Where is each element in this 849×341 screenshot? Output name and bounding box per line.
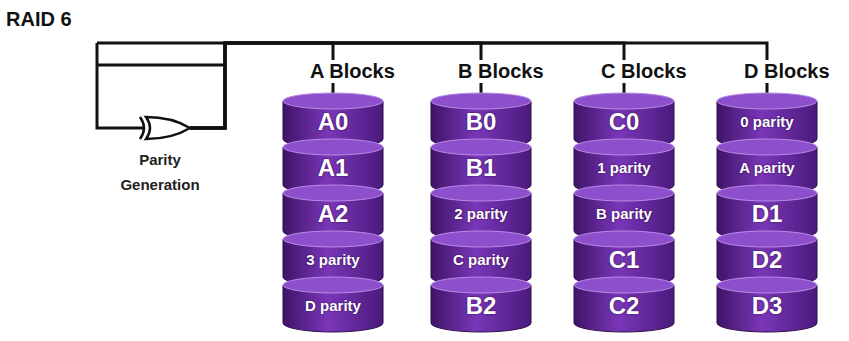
gate-label: Parity Generation [100, 148, 220, 198]
disk-column: B BlocksB0B12 parityC parityB2 [430, 92, 532, 334]
block-label: D2 [716, 247, 818, 273]
slice-body [717, 285, 817, 332]
slice-top [574, 277, 674, 293]
block-label: D1 [716, 201, 818, 227]
block-label: A0 [282, 109, 384, 135]
slice-top [431, 185, 531, 201]
block-label: B0 [430, 109, 532, 135]
block-label: 0 parity [716, 114, 818, 131]
slice-top [283, 277, 383, 293]
block-label: C parity [430, 252, 532, 269]
block-label: C2 [573, 293, 675, 319]
slice-top [283, 185, 383, 201]
disk-heading: B Blocks [456, 60, 546, 83]
slice-top [574, 185, 674, 201]
slice-top [717, 139, 817, 155]
slice-top [717, 185, 817, 201]
block-label: A1 [282, 155, 384, 181]
slice-body [431, 285, 531, 332]
disk-block: C2 [573, 276, 675, 334]
bus-connector [190, 43, 624, 128]
disk-block: D3 [716, 276, 818, 334]
disk-column: C BlocksC01 parityB parityC1C2 [573, 92, 675, 334]
block-label: B1 [430, 155, 532, 181]
disk-heading: C Blocks [599, 60, 689, 83]
block-label: D parity [282, 298, 384, 315]
slice-top [717, 231, 817, 247]
xor-body [146, 117, 190, 139]
diagram-title: RAID 6 [6, 8, 72, 31]
bus-wire [97, 43, 225, 128]
slice-top [283, 139, 383, 155]
xor-gate-symbol [138, 115, 192, 141]
slice-top [431, 139, 531, 155]
slice-top [574, 93, 674, 109]
block-label: A2 [282, 201, 384, 227]
slice-top [431, 93, 531, 109]
slice-top [574, 139, 674, 155]
block-label: 2 parity [430, 206, 532, 223]
block-label: C1 [573, 247, 675, 273]
disk-block: B2 [430, 276, 532, 334]
disk-column: D Blocks0 parityA parityD1D2D3 [716, 92, 818, 334]
block-label: B parity [573, 206, 675, 223]
slice-top [717, 277, 817, 293]
block-label: 1 parity [573, 160, 675, 177]
slice-top [717, 93, 817, 109]
slice-top [431, 231, 531, 247]
disk-heading: A Blocks [308, 60, 397, 83]
disk-heading: D Blocks [742, 60, 832, 83]
disk-block: D parity [282, 276, 384, 334]
slice-top [431, 277, 531, 293]
block-label: C0 [573, 109, 675, 135]
slice-top [574, 231, 674, 247]
xor-input-curve [140, 117, 144, 139]
block-label: 3 parity [282, 252, 384, 269]
block-label: A parity [716, 160, 818, 177]
block-label: D3 [716, 293, 818, 319]
slice-body [574, 285, 674, 332]
disk-column: A BlocksA0A1A23 parityD parity [282, 92, 384, 334]
parity-gate: Parity Generation [100, 112, 220, 208]
slice-top [283, 231, 383, 247]
block-label: B2 [430, 293, 532, 319]
slice-top [283, 93, 383, 109]
